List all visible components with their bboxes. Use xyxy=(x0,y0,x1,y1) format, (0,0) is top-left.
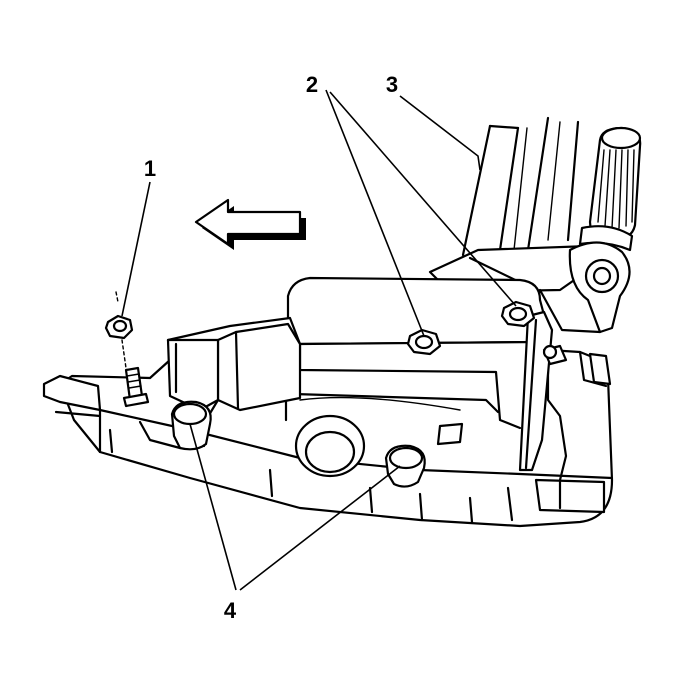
callout-4: 4 xyxy=(224,598,237,623)
callout-2: 2 xyxy=(306,72,318,97)
leader-2b xyxy=(329,91,517,307)
leader-2a xyxy=(325,89,425,337)
callout-3: 3 xyxy=(386,72,398,97)
mounting-nuts xyxy=(406,300,536,356)
fastener-nut-stud xyxy=(104,291,150,408)
leader-4a xyxy=(189,423,237,591)
leader-3 xyxy=(399,95,481,171)
column-grip xyxy=(578,126,642,252)
leader-4b xyxy=(239,465,401,591)
steering-column xyxy=(461,116,580,257)
callout-1: 1 xyxy=(144,156,156,181)
locating-holes xyxy=(170,400,426,488)
column-cover-housing xyxy=(42,276,614,528)
tilt-lever xyxy=(518,310,568,472)
direction-arrow-icon xyxy=(194,198,306,250)
callout-leaders xyxy=(121,89,517,591)
leader-1 xyxy=(121,181,151,317)
